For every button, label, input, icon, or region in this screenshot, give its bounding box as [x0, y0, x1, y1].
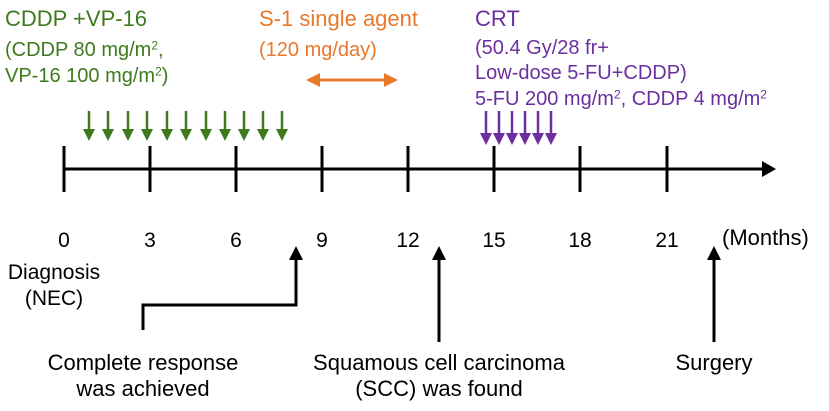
s1-dose: (120 mg/day): [259, 39, 377, 61]
crt-line3-b: , CDDP 4 mg/m: [620, 88, 761, 110]
diagnosis-label-line2: (NEC): [24, 287, 84, 311]
scc-found-line2: (SCC) was found: [355, 376, 523, 402]
crt-line3-sup1: 2: [613, 87, 621, 102]
diagnosis-label-line1: Diagnosis: [7, 261, 101, 284]
surgery-label: Surgery: [675, 350, 753, 375]
crt-line3-sup2: 2: [760, 87, 767, 102]
diagnosis-label: Diagnosis (NEC): [2, 260, 106, 313]
complete-response-line2: was achieved: [76, 376, 210, 402]
time-axis-arrowhead: [762, 161, 776, 177]
cddp-dose-line2-text: VP-16 100 mg/m: [5, 65, 156, 87]
s1-period-arrow: [306, 73, 398, 87]
crt-arrow: [480, 111, 492, 145]
tick-label-12: 12: [396, 229, 420, 252]
tick-label-18: 18: [568, 229, 592, 252]
crt-line1: (50.4 Gy/28 fr+: [475, 37, 609, 59]
cddp-arrow: [276, 111, 288, 141]
axis-ticks: [62, 146, 669, 192]
cddp-arrow: [219, 111, 231, 141]
crt-arrow: [532, 111, 544, 145]
complete-response-line1: Complete response: [47, 350, 239, 375]
scc-found-line1: Squamous cell carcinoma: [313, 350, 565, 375]
complete-response-arrow: [141, 246, 303, 330]
scc-found-label: Squamous cell carcinoma (SCC) was found: [276, 350, 602, 403]
tick-label-0: 0: [58, 229, 70, 252]
complete-response-label: Complete response was achieved: [18, 350, 268, 403]
crt-arrow: [493, 111, 505, 145]
crt-cycle-arrows: [480, 111, 557, 145]
crt-arrow: [506, 111, 518, 145]
tick-label-9: 9: [316, 229, 328, 252]
tick-label-15: 15: [482, 229, 506, 252]
cddp-arrow: [180, 111, 192, 141]
crt-line3-a: 5-FU 200 mg/m: [475, 88, 614, 110]
cddp-dose-line1-text: (CDDP 80 mg/m: [5, 39, 152, 61]
cddp-arrow: [83, 111, 95, 141]
cddp-dose-line2-sup: 2: [155, 64, 162, 79]
cddp-cycle-arrows: [83, 111, 288, 141]
cddp-arrow: [238, 111, 250, 141]
cddp-dose-line2-end: ): [161, 65, 169, 87]
tick-label-6: 6: [230, 229, 242, 252]
cddp-arrow: [102, 111, 114, 141]
axis-unit-label: (Months): [722, 225, 809, 250]
cddp-arrow: [141, 111, 153, 141]
crt-arrow: [545, 111, 557, 145]
cddp-dose-line1-sup: 2: [151, 38, 159, 53]
cddp-dose-line1-end: ,: [158, 39, 164, 61]
cddp-arrow: [257, 111, 269, 141]
cddp-title: CDDP +VP-16: [5, 6, 148, 31]
tick-label-21: 21: [655, 229, 679, 252]
crt-line3: 5-FU 200 mg/m2, CDDP 4 mg/m2: [475, 87, 767, 110]
surgery-arrow: [707, 246, 721, 342]
cddp-arrow: [122, 111, 134, 141]
cddp-arrow: [200, 111, 212, 141]
cddp-arrow: [161, 111, 173, 141]
cddp-dose-line2: VP-16 100 mg/m2): [5, 64, 169, 87]
scc-found-arrow: [432, 246, 446, 342]
crt-line2: Low-dose 5-FU+CDDP): [475, 62, 687, 84]
s1-title: S-1 single agent: [259, 6, 418, 31]
cddp-dose-line1: (CDDP 80 mg/m2,: [5, 38, 164, 61]
tick-label-3: 3: [144, 229, 156, 252]
crt-arrow: [519, 111, 531, 145]
crt-title: CRT: [475, 6, 520, 31]
